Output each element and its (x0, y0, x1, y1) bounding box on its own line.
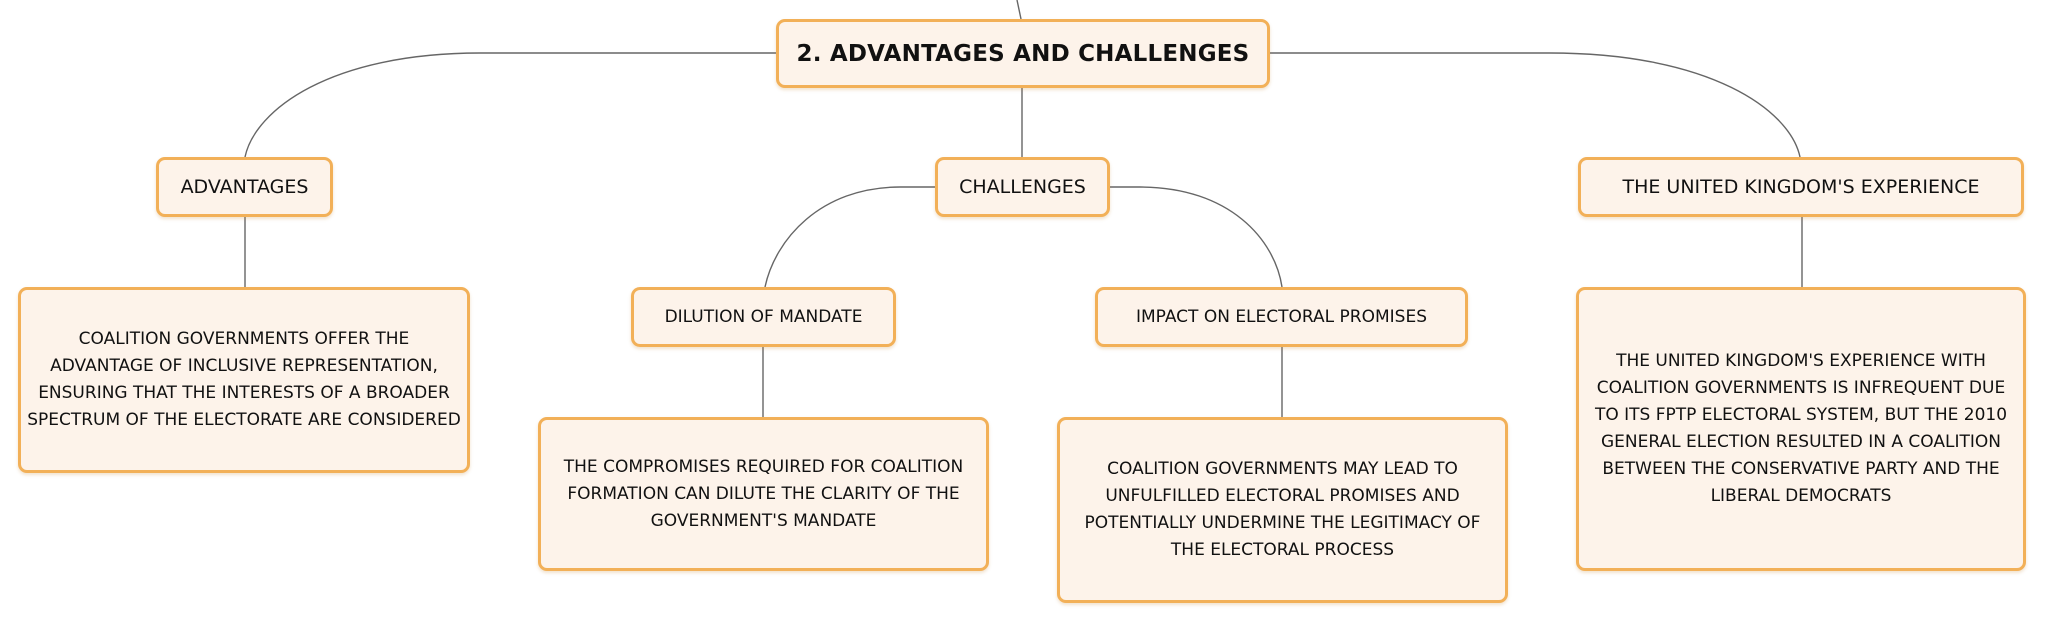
uk-experience-node[interactable]: THE UNITED KINGDOM'S EXPERIENCE (1578, 157, 2024, 217)
root-topic-label: 2. ADVANTAGES AND CHALLENGES (796, 40, 1250, 67)
connector-challenges-to-impact (1110, 186, 1283, 288)
connector-root-to-uk (1270, 52, 1801, 158)
uk-experience-detail-text: THE UNITED KINGDOM'S EXPERIENCE WITH COA… (1594, 351, 2008, 506)
connector-challenges-to-dilution (764, 186, 935, 288)
impact-on-electoral-promises-node[interactable]: IMPACT ON ELECTORAL PROMISES (1095, 287, 1468, 347)
connector-parent-to-root (1016, 0, 1022, 20)
dilution-detail-node[interactable]: THE COMPROMISES REQUIRED FOR COALITION F… (538, 417, 989, 571)
dilution-detail-text: THE COMPROMISES REQUIRED FOR COALITION F… (563, 456, 964, 531)
advantages-node[interactable]: ADVANTAGES (156, 157, 333, 217)
impact-on-electoral-promises-label: IMPACT ON ELECTORAL PROMISES (1135, 307, 1427, 327)
root-topic-node[interactable]: 2. ADVANTAGES AND CHALLENGES (776, 19, 1270, 88)
advantages-detail-text: COALITION GOVERNMENTS OFFER THE ADVANTAG… (27, 329, 461, 430)
impact-detail-text: COALITION GOVERNMENTS MAY LEAD TO UNFULF… (1084, 459, 1481, 560)
challenges-node[interactable]: CHALLENGES (935, 157, 1110, 217)
connector-root-to-advantages (244, 52, 776, 158)
advantages-detail-node[interactable]: COALITION GOVERNMENTS OFFER THE ADVANTAG… (18, 287, 470, 473)
dilution-of-mandate-label: DILUTION OF MANDATE (664, 307, 863, 327)
dilution-of-mandate-node[interactable]: DILUTION OF MANDATE (631, 287, 896, 347)
advantages-label: ADVANTAGES (180, 176, 309, 198)
uk-experience-label: THE UNITED KINGDOM'S EXPERIENCE (1622, 176, 1980, 198)
challenges-label: CHALLENGES (959, 176, 1086, 198)
impact-detail-node[interactable]: COALITION GOVERNMENTS MAY LEAD TO UNFULF… (1057, 417, 1508, 603)
uk-experience-detail-node[interactable]: THE UNITED KINGDOM'S EXPERIENCE WITH COA… (1576, 287, 2026, 571)
